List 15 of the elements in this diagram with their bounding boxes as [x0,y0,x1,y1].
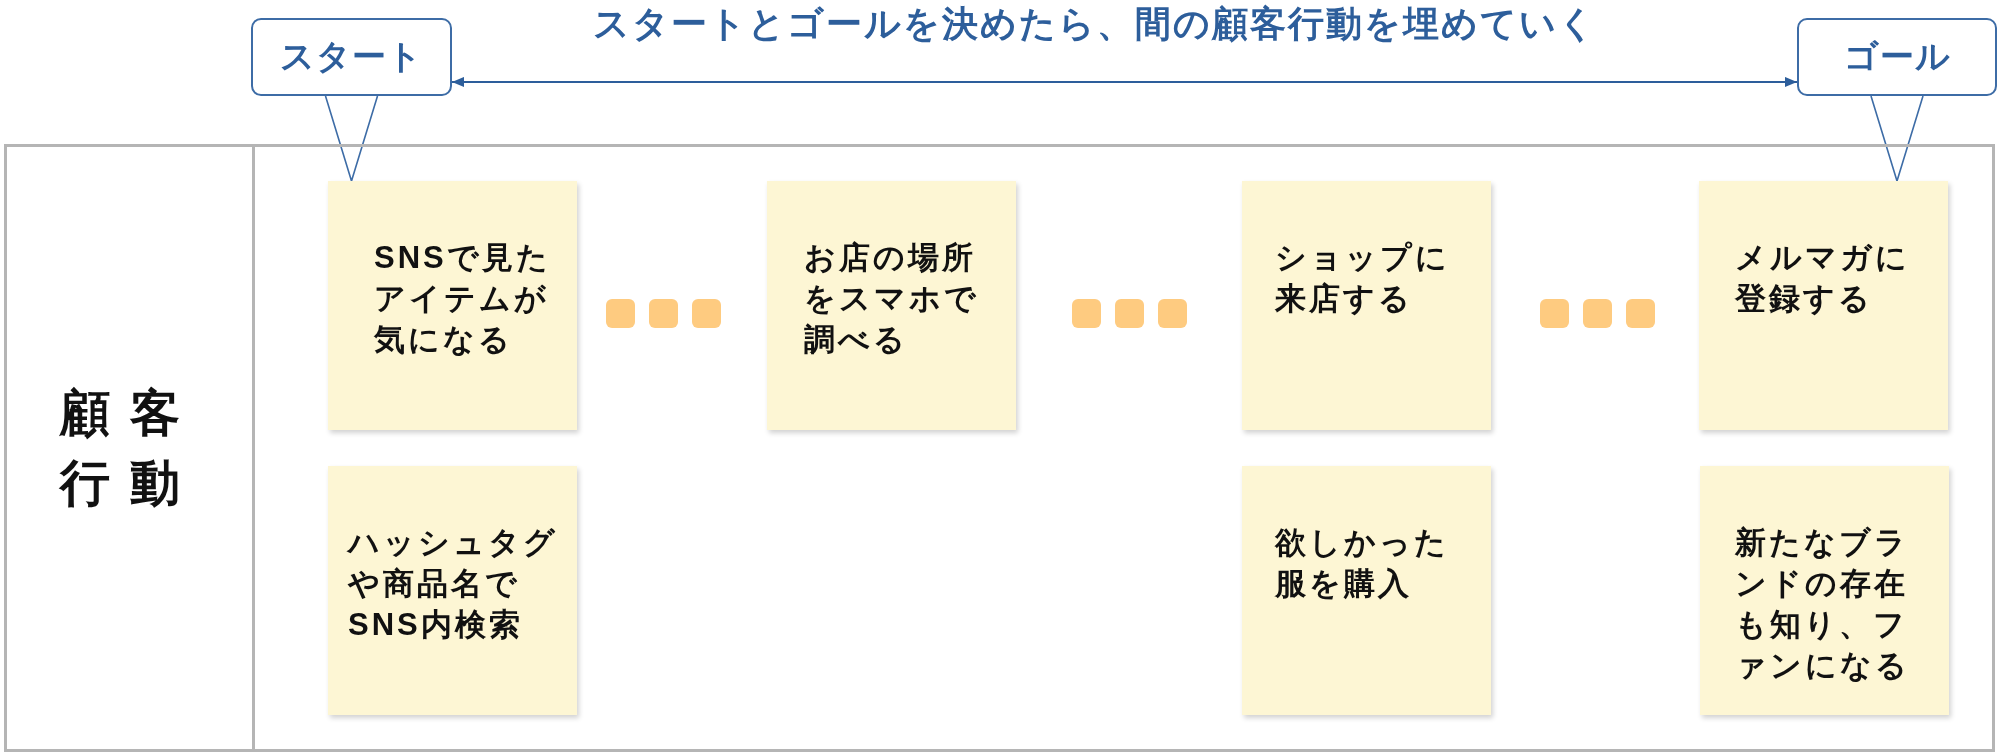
sticky-note: ハッシュタグや商品名でSNS内検索 [328,466,577,715]
title: スタートとゴールを決めたら、間の顧客行動を埋めていく [593,2,1597,46]
sticky-note: お店の場所をスマホで調べる [767,181,1016,430]
callout-tail [324,95,379,184]
callout-tail [1870,95,1924,184]
sticky-note: メルマガに登録する [1699,181,1948,430]
sticky-note: 新たなブランドの存在も知り、ファンになる [1700,466,1949,715]
lane-header: 顧客行動 [7,147,255,749]
sticky-note: SNSで見たアイテムが気になる [328,181,577,430]
double-arrow [451,76,1798,87]
callout-box: ゴール [1797,18,1997,96]
sticky-note: ショップに来店する [1242,181,1491,430]
callout-box: スタート [251,18,452,96]
swimlane [4,144,1995,752]
sticky-note: 欲しかった服を購入 [1242,466,1491,715]
